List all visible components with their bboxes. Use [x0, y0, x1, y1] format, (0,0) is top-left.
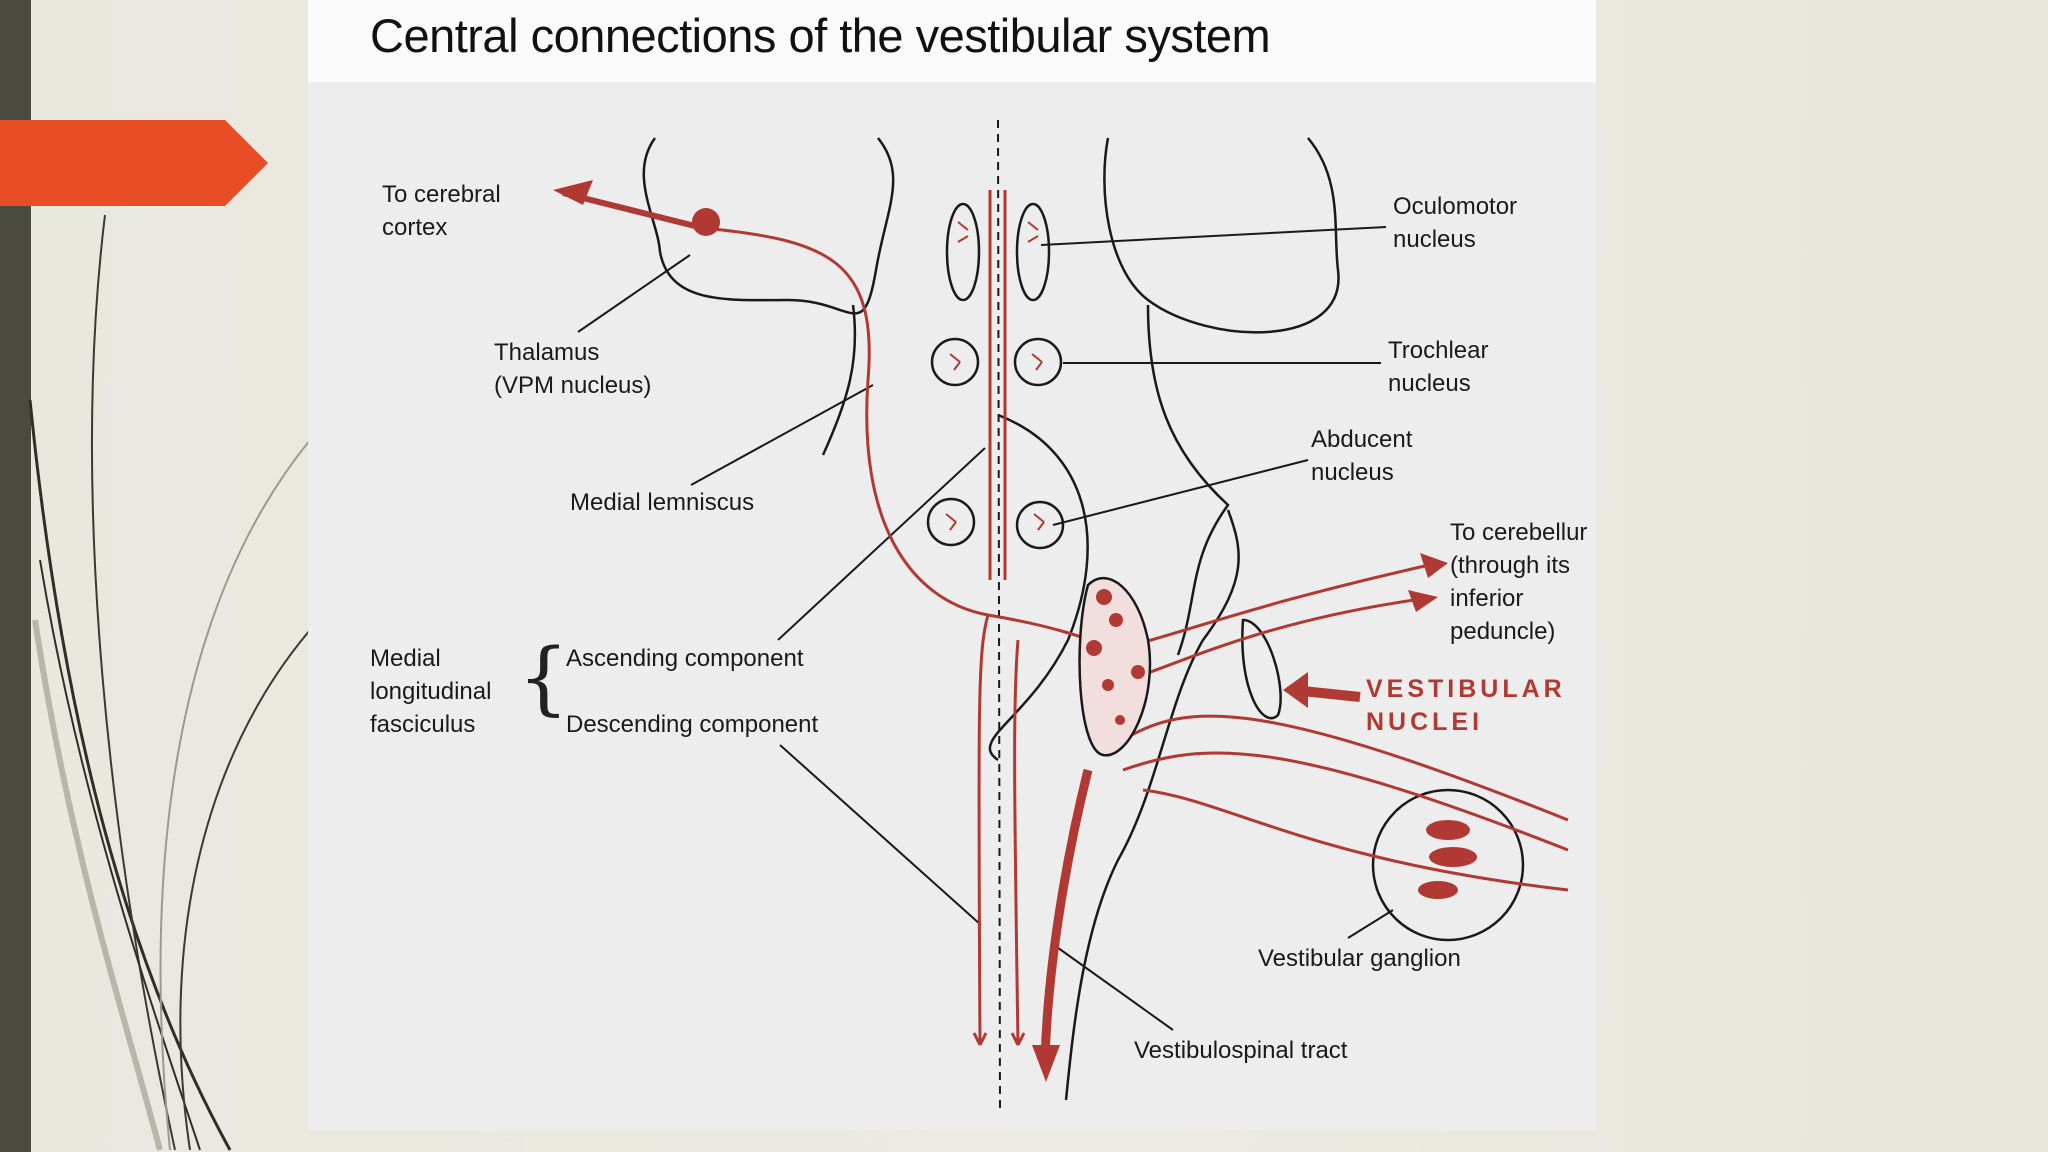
label-line: Oculomotor: [1393, 193, 1518, 220]
label-line: nucleus: [1311, 459, 1394, 486]
label-line: To cerebral: [382, 181, 501, 208]
label-to-cerebral-cortex: To cerebral cortex: [382, 178, 501, 244]
label-line: To cerebellur: [1450, 519, 1588, 546]
title-band: [308, 0, 1596, 82]
label-line: NUCLEI: [1366, 708, 1484, 736]
label-abducent-nucleus: Abducent nucleus: [1311, 423, 1412, 489]
label-descending-component: Descending component: [566, 711, 819, 738]
label-line: Trochlear: [1388, 337, 1489, 364]
label-vestibular-ganglion: Vestibular ganglion: [1258, 945, 1461, 972]
diagram-image: Central connections of the vestibular sy…: [308, 0, 1596, 1130]
label-line: cortex: [382, 214, 448, 241]
label-line: (VPM nucleus): [494, 372, 652, 399]
label-medial-lemniscus: Medial lemniscus: [570, 489, 755, 516]
vestibular-pathways-drawing: [553, 119, 1569, 1111]
label-oculomotor-nucleus: Oculomotor nucleus: [1393, 190, 1517, 256]
orange-pennant-shape: [0, 120, 268, 206]
label-trochlear-nucleus: Trochlear nucleus: [1388, 334, 1488, 400]
label-thalamus: Thalamus (VPM nucleus): [494, 336, 651, 402]
label-line: Abducent: [1311, 426, 1413, 453]
label-line: nucleus: [1388, 370, 1471, 397]
label-vestibulospinal-tract: Vestibulospinal tract: [1134, 1037, 1348, 1064]
decorative-curves: [28, 214, 311, 1151]
label-line: Thalamus: [494, 339, 600, 366]
label-ascending-component: Ascending component: [566, 645, 804, 672]
label-line: fasciculus: [370, 711, 476, 738]
label-line: inferior: [1450, 585, 1524, 612]
brace-glyph: {: [518, 631, 569, 724]
label-line: peduncle): [1450, 618, 1556, 645]
label-line: longitudinal: [370, 678, 492, 705]
label-line: (through its: [1450, 552, 1571, 579]
label-mlf: Medial longitudinal fasciculus: [370, 642, 491, 741]
label-line: nucleus: [1393, 226, 1476, 253]
label-vestibular-nuclei: VESTIBULAR NUCLEI: [1366, 673, 1566, 739]
diagram-title: Central connections of the vestibular sy…: [370, 9, 1271, 62]
label-line: Medial: [370, 645, 441, 672]
label-line: VESTIBULAR: [1366, 675, 1566, 703]
label-to-cerebellum: To cerebellur (through its inferior pedu…: [1450, 516, 1590, 648]
